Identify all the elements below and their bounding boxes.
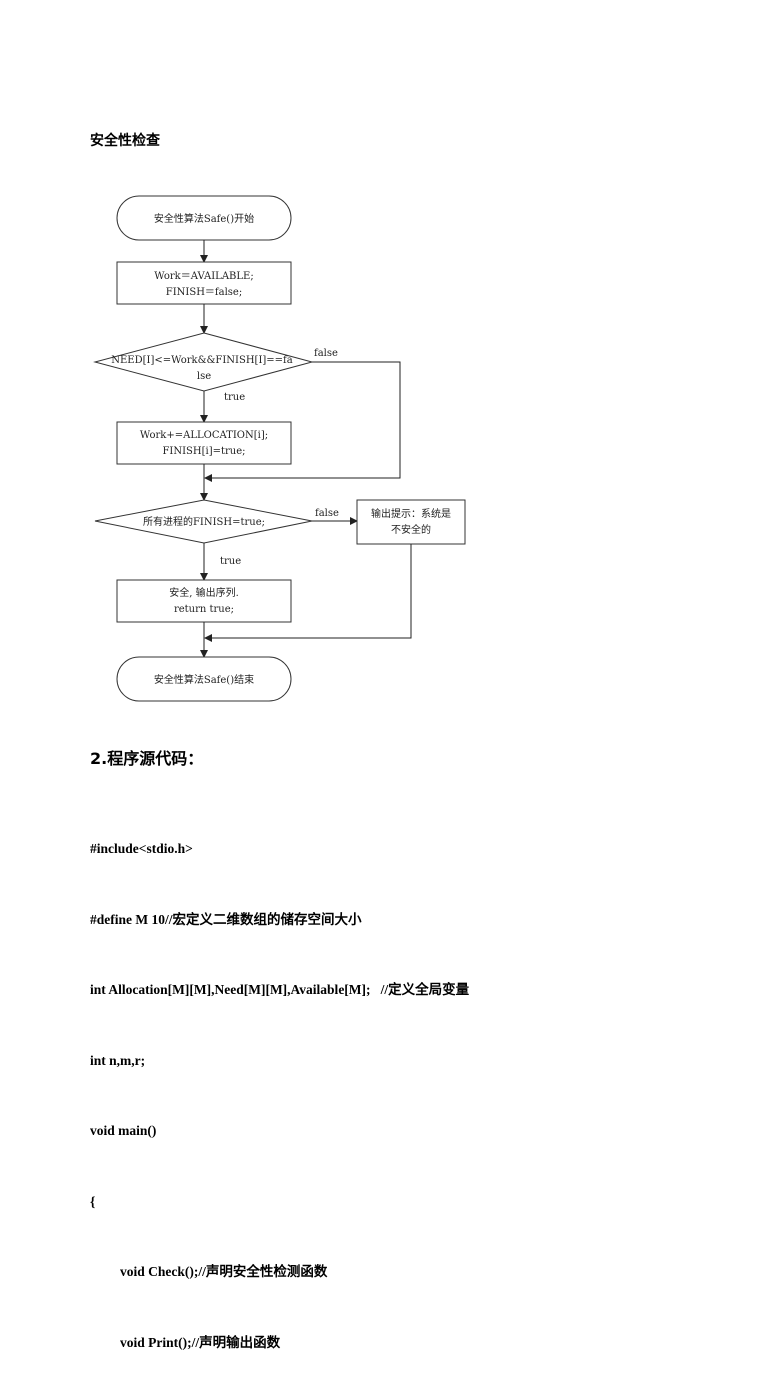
unsafe-line-2: 不安全的 (391, 523, 431, 536)
safe-box (116, 579, 292, 623)
end-terminal (116, 656, 292, 702)
source-code-heading: 2.程序源代码： (90, 749, 204, 768)
decision-1-line-2: lse (197, 371, 211, 382)
code-line: int n,m,r; (90, 1052, 146, 1068)
code-line: #define M 10//宏定义二维数组的储存空间大小 (90, 911, 362, 927)
init-box (116, 261, 292, 305)
code-line: void main() (90, 1123, 157, 1138)
code-line: #include<stdio.h> (90, 841, 193, 856)
source-code-block: #include<stdio.h> #define M 10//宏定义二维数组的… (90, 790, 469, 1378)
decision-1-line-1: NEED[I]<=Work&&FINISH[I]==fa (111, 355, 293, 366)
start-label: 安全性算法Safe()开始 (154, 212, 254, 225)
unsafe-box (356, 499, 466, 545)
unsafe-line-1: 输出提示：系统是 (371, 507, 451, 520)
code-line: void Check();//声明安全性检测函数 (120, 1264, 328, 1279)
update-line-2: FINISH[i]=true; (162, 446, 245, 457)
safe-line-2: return true; (174, 604, 234, 615)
decision-2-label: 所有进程的FINISH=true; (143, 515, 265, 528)
safe-line-1: 安全, 输出序列. (169, 586, 239, 599)
update-line-1: Work+=ALLOCATION[i]; (140, 430, 268, 441)
code-line: void Print();//声明输出函数 (120, 1334, 281, 1350)
update-box (116, 421, 292, 465)
section-title: 安全性检查 (90, 133, 160, 149)
decision-1-true-label: true (224, 392, 245, 403)
code-line: { (90, 1193, 96, 1209)
init-line-1: Work＝AVAILABLE; (154, 271, 253, 282)
decision-1-false-label: false (314, 348, 338, 359)
decision-2-true-label: true (220, 556, 241, 567)
decision-2-false-label: false (315, 508, 339, 519)
init-line-2: FINISH＝false; (166, 287, 242, 298)
end-label: 安全性算法Safe()结束 (154, 673, 254, 686)
safety-check-flowchart: 安全性算法Safe()开始 Work＝AVAILABLE; FINISH＝fal… (93, 195, 466, 702)
code-line: int Allocation[M][M],Need[M][M],Availabl… (90, 982, 470, 997)
